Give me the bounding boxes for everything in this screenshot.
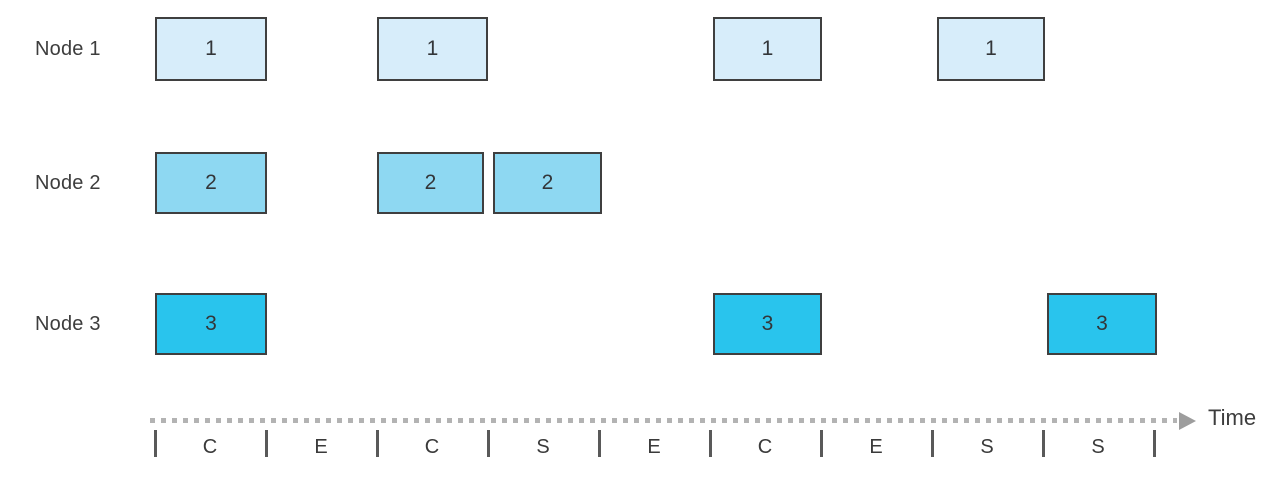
time-tick-5 [709,430,712,457]
time-axis-label: Time [1208,405,1257,430]
time-axis-dotted-line [150,418,1177,423]
time-axis-arrowhead-icon [1179,412,1196,430]
slot-label-1: E [314,436,328,458]
slot-label-6: E [869,436,883,458]
task-box-node3-slot-s1: 3 [1047,293,1157,355]
time-tick-6 [820,430,823,457]
task-box-node1-slot-c1: 1 [155,17,267,81]
task-box-node2-slot-c2: 2 [377,152,484,214]
task-box-node2-slot-c1: 2 [155,152,267,214]
slot-label-5: C [757,436,773,458]
time-tick-1 [265,430,268,457]
task-box-node3-slot-c1: 3 [155,293,267,355]
task-box-node2-slot-s1: 2 [493,152,602,214]
time-tick-7 [931,430,934,457]
node-3-label: Node 3 [35,312,101,335]
time-tick-3 [487,430,490,457]
time-tick-9 [1153,430,1156,457]
task-box-node1-slot-c2: 1 [377,17,488,81]
time-tick-0 [154,430,157,457]
slot-label-7: S [980,436,994,458]
node-2-label: Node 2 [35,171,101,194]
slot-label-8: S [1091,436,1105,458]
task-box-node3-slot-c2: 3 [713,293,822,355]
slot-label-2: C [424,436,440,458]
time-tick-8 [1042,430,1045,457]
node-1-label: Node 1 [35,37,101,60]
task-box-node1-slot-s1: 1 [937,17,1045,81]
slot-label-0: C [202,436,218,458]
time-tick-2 [376,430,379,457]
slot-label-3: S [536,436,550,458]
slot-label-4: E [647,436,661,458]
task-box-node1-slot-c3: 1 [713,17,822,81]
time-tick-4 [598,430,601,457]
